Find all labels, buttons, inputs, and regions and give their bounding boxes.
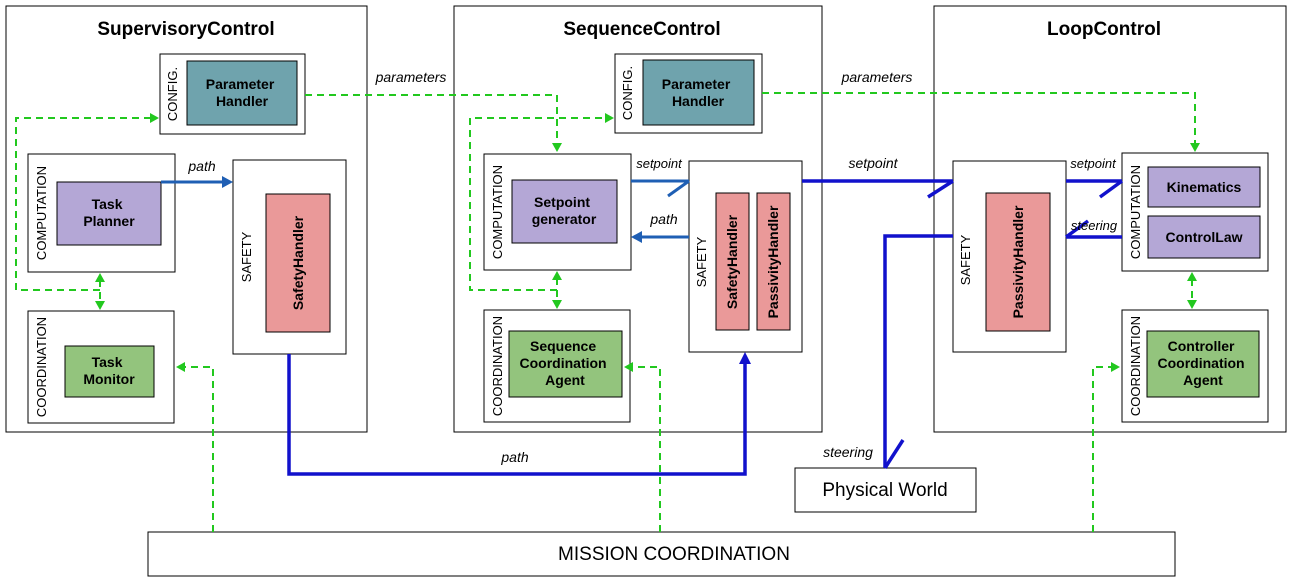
mission-to-task-monitor-head [176,362,185,372]
sequence-computation-label: COMPUTATION [490,165,505,259]
sequence-config-loop [469,117,607,291]
mission-coordination-label: MISSION COORDINATION [558,544,790,565]
mission-coordination-box [147,531,1176,577]
task-planner-label: Task Planner [83,196,135,229]
setpoint-label-1: setpoint [636,156,683,171]
loop-passivity-handler-label: PassivityHandler [1010,205,1026,318]
sequence-safety-label: SAFETY [694,236,709,287]
path-label-1: path [187,158,215,174]
setpoint-generator [511,179,618,244]
path-edge-safety-to-generator-head [631,231,642,243]
steering-edge-safety-to-world-head [883,439,905,469]
setpoint-label-3: setpoint [1070,156,1117,171]
sequence-config-loop-head [605,113,614,123]
supervisory-safety-handler-label: SafetyHandler [290,215,306,310]
loop-safety-label: SAFETY [958,234,973,285]
parameters-edge-1 [305,94,558,145]
setpoint-edge-generator-to-safety-head [667,179,690,198]
parameters-edge-1-head [552,143,562,152]
supervisory-config-label: CONFIG. [165,67,180,121]
parameters-edge-2-head [1190,143,1200,152]
mission-to-loop-coordination [1092,366,1113,532]
kinematics-label: Kinematics [1167,179,1242,195]
path-edge-planner-to-safety-head [222,176,233,188]
sequence-passivity-handler [756,192,791,331]
controller-coordination-agent-label: Controller Coordination Agent [1158,338,1249,388]
sequence-comp-coord-head-down [552,300,562,309]
supervisory-control-title: SupervisoryControl [97,19,274,40]
supervisory-comp-coord-head-up [95,273,105,282]
supervisory-parameter-handler-label: Parameter Handler [206,76,278,109]
sequence-comp-coord-head-up [552,271,562,280]
path-edge-supervisory-to-sequence-head [739,352,751,364]
physical-world-label: Physical World [822,480,947,501]
loop-control-title: LoopControl [1047,19,1161,40]
kinematics [1147,166,1261,208]
setpoint-generator-label: Setpoint generator [532,194,597,227]
steering-edge-safety-to-world [883,234,953,468]
control-law-label: ControlLaw [1166,229,1243,245]
task-planner [56,181,162,246]
parameters-label-2: parameters [841,69,913,85]
supervisory-coordination-label: COORDINATION [34,317,49,417]
sequence-coordination-label: COORDINATION [490,316,505,416]
controller-coordination-agent [1146,330,1260,398]
supervisory-config-loop [15,117,152,291]
control-law [1147,215,1261,259]
sequence-safety-handler [715,192,750,331]
mission-to-sequence-agent-head [624,362,633,372]
setpoint-edge-safety-to-kinematics-head [1098,179,1124,199]
supervisory-safety-label: SAFETY [239,231,254,282]
sequence-safety-handler-label: SafetyHandler [724,214,740,309]
loop-comp-coord-head-down [1187,300,1197,309]
loop-comp-coord-head-up [1187,272,1197,281]
physical-world-box [794,467,977,513]
supervisory-comp-coord-head-down [95,301,105,310]
loop-passivity-handler [985,192,1051,332]
path-label-3: path [500,449,528,465]
supervisory-parameter-handler [186,60,298,126]
mission-to-task-monitor [183,366,214,532]
steering-label-1: steering [1071,218,1118,233]
parameters-label-1: parameters [375,69,447,85]
mission-to-sequence-agent [631,366,661,532]
supervisory-config-loop-head [150,113,159,123]
parameters-edge-2 [762,92,1196,145]
sequence-config-label: CONFIG. [620,66,635,120]
loop-computation-label: COMPUTATION [1128,165,1143,259]
steering-edge-controllaw-to-safety-head [1064,219,1090,239]
supervisory-computation-label: COMPUTATION [34,166,49,260]
supervisory-safety-handler [265,193,331,333]
sequence-passivity-handler-label: PassivityHandler [765,205,781,318]
task-monitor-label: Task Monitor [83,354,135,387]
sequence-coordination-agent [508,330,623,398]
mission-to-loop-coordination-head [1111,362,1120,372]
path-edge-supervisory-to-sequence [287,354,747,476]
sequence-control-title: SequenceControl [563,19,720,40]
setpoint-edge-sequence-to-loop-head [927,179,954,199]
task-monitor [64,345,155,398]
steering-label-2: steering [823,444,873,460]
sequence-coordination-agent-label: Sequence Coordination Agent [520,338,611,388]
setpoint-label-2: setpoint [848,155,898,171]
sequence-parameter-handler-label: Parameter Handler [662,76,734,109]
sequence-parameter-handler [642,59,755,126]
path-label-2: path [649,211,677,227]
loop-coordination-label: COORDINATION [1128,316,1143,416]
